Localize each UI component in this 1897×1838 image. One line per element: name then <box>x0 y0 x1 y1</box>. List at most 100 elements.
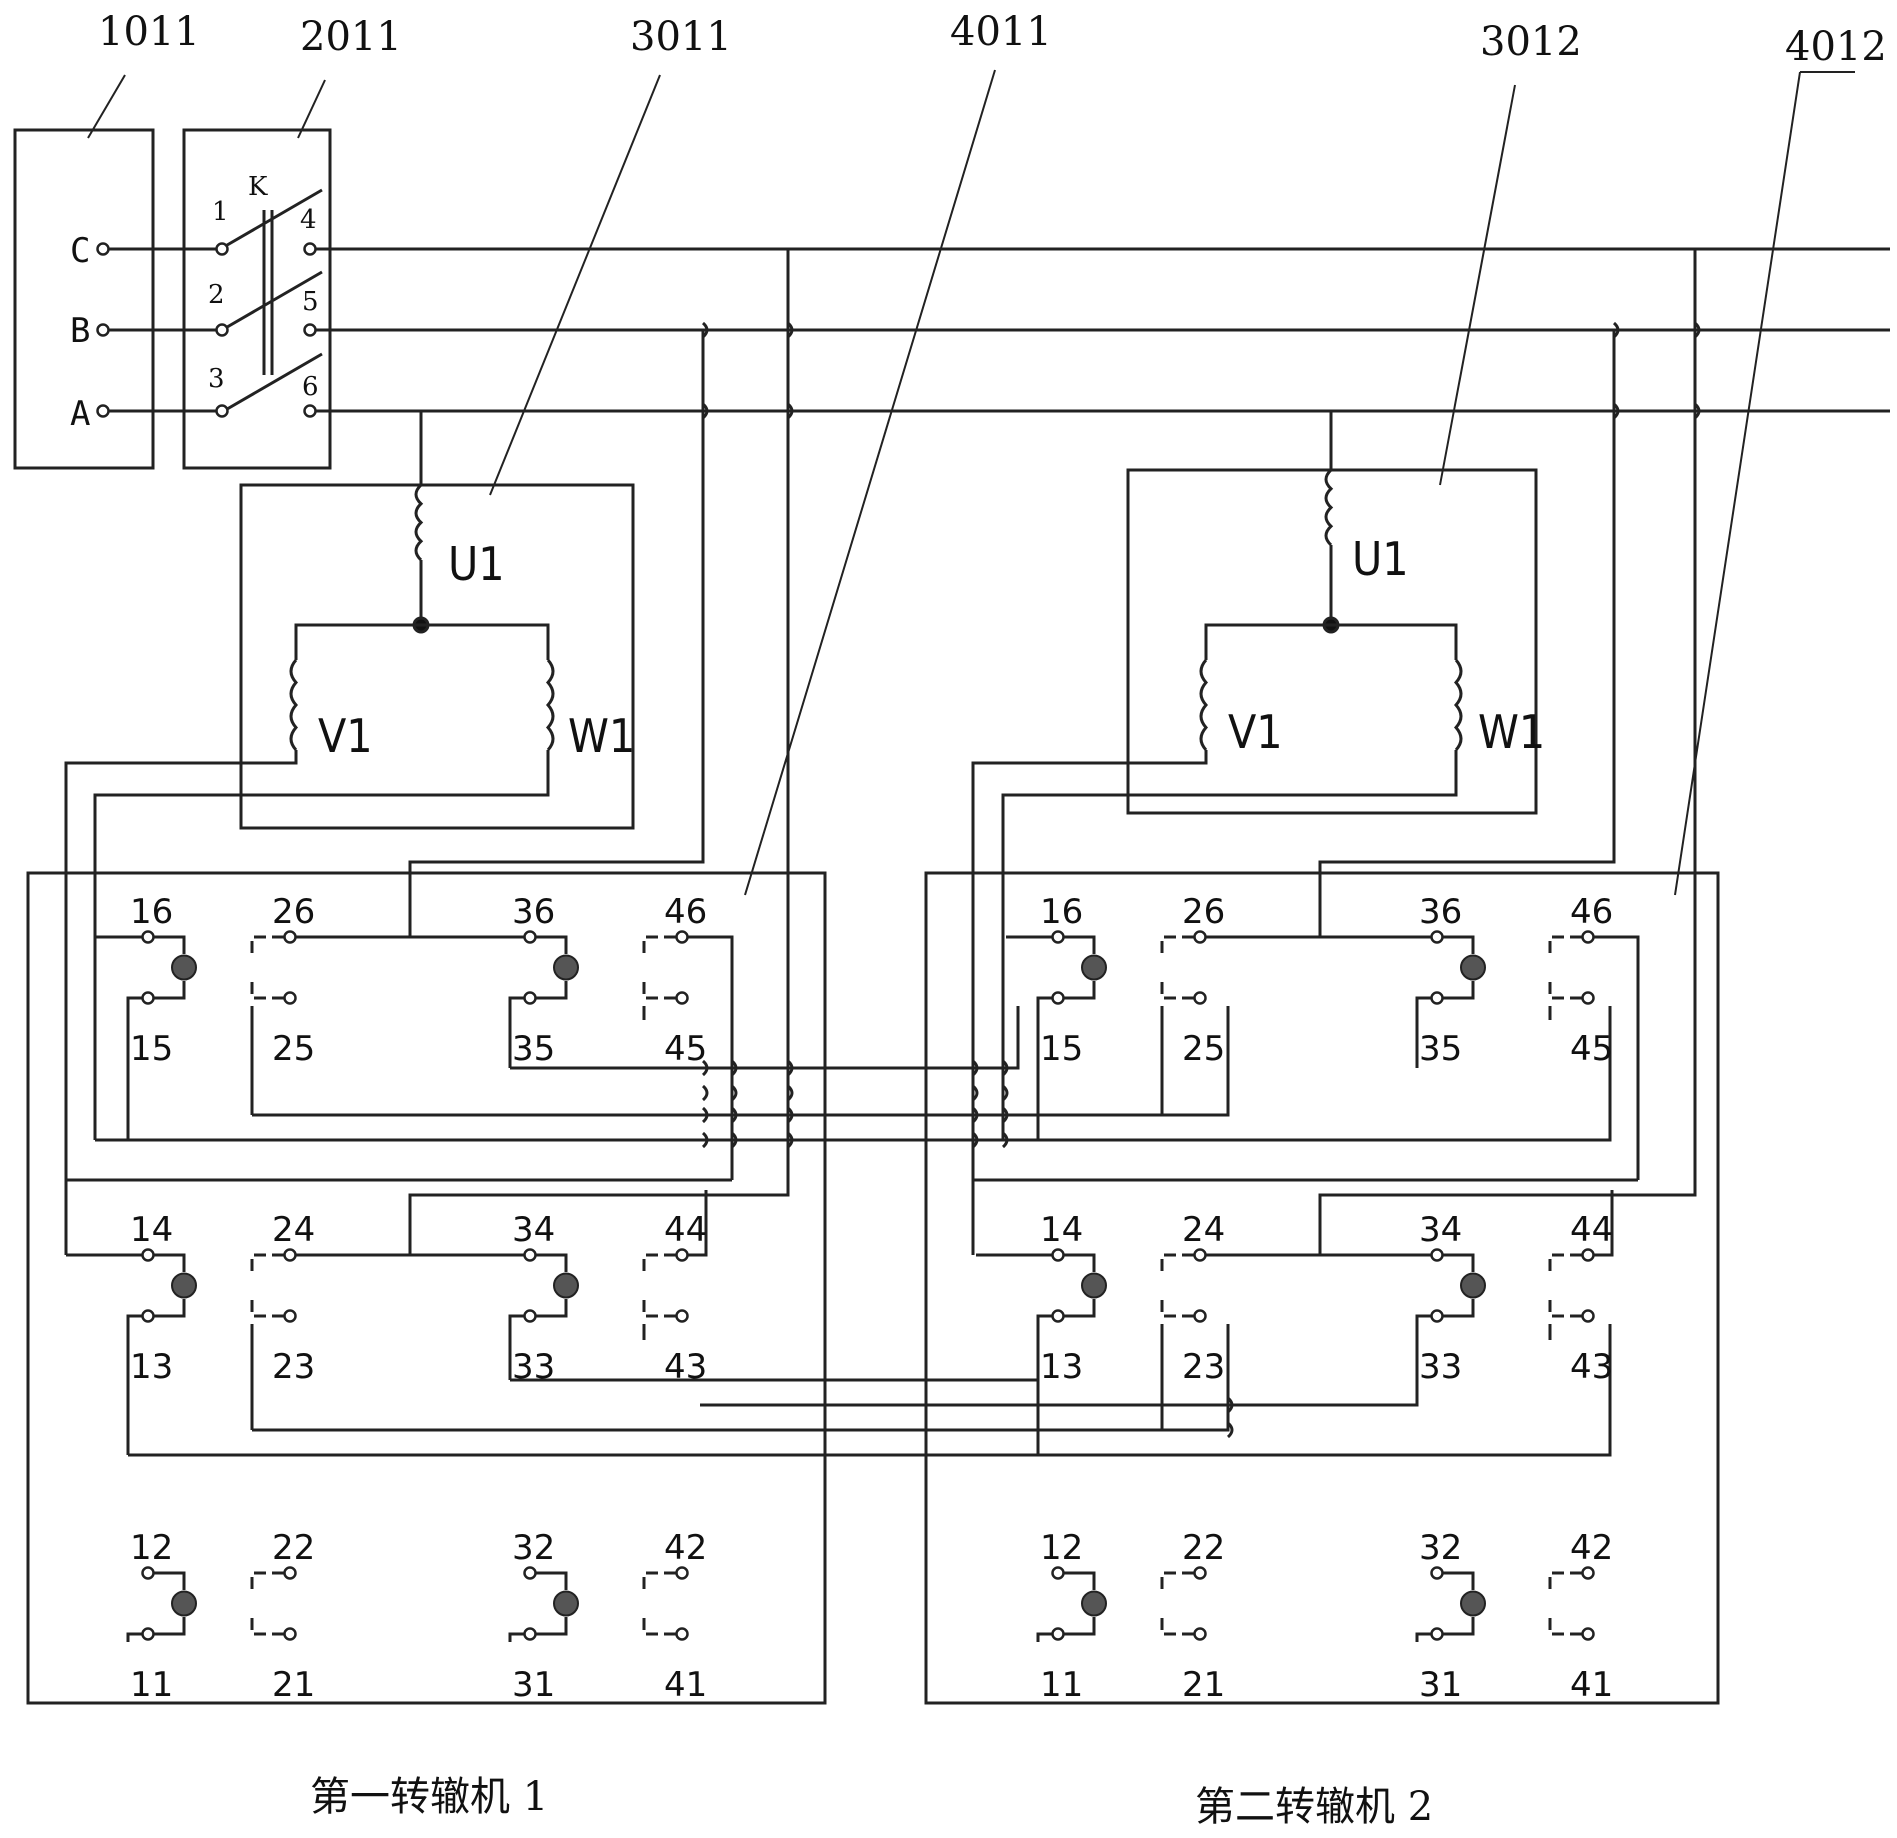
contactor-2-contact-12-11-bottom-terminal <box>1053 1629 1064 1640</box>
contactor-1-contact-16-15-nc-top <box>154 937 184 954</box>
contactor-1-contact-26-25-bottom-label: 25 <box>272 1029 315 1069</box>
source-terminal <box>98 406 109 417</box>
motor-1-w1-coil <box>548 660 553 750</box>
contactor-1-contact-42-41-no-bottom <box>644 1616 676 1634</box>
contactor-1-contact-32-31-top-label: 32 <box>512 1528 555 1568</box>
contactor-2-contact-34-33-top-terminal <box>1432 1250 1443 1261</box>
contactor-1-contact-16-15-bottom-terminal <box>143 993 154 1004</box>
contactor-1-contact-34-33: 3433 <box>512 1210 578 1387</box>
contactor-1-contact-24-23-no-bottom <box>252 1298 284 1316</box>
contactor-1-contact-26-25-no-bottom <box>252 980 284 998</box>
contactor-1-contact-16-15-nc-tail <box>128 998 142 1006</box>
contactor-1-contact-12-11-nc-indicator <box>172 1592 196 1616</box>
source-terminal <box>98 325 109 336</box>
winding-label-v1-m2: V1 <box>1228 705 1283 759</box>
contactor-2-contact-34-33-bottom-label: 33 <box>1419 1347 1462 1387</box>
contactor-1-contact-14-13-nc-indicator <box>172 1274 196 1298</box>
contactor-1-contact-36-35-nc-bottom <box>536 981 566 998</box>
contactor-2-contact-36-35-nc-tail <box>1417 998 1431 1006</box>
switch-terminal-2: 2 <box>208 280 225 310</box>
contactor-2-contact-22-21-top-label: 22 <box>1182 1528 1225 1568</box>
phase-label-c: C <box>70 231 90 271</box>
contactor-1-contact-32-31-nc-top <box>536 1573 566 1590</box>
contactor-1-contact-14-13-bottom-label: 13 <box>130 1347 173 1387</box>
motor-1-box: U1 V1 W1 <box>241 485 635 828</box>
contactor-2-contact-42-41-top-label: 42 <box>1570 1528 1613 1568</box>
contactor-2-contact-22-21: 22 21 <box>1162 1528 1225 1705</box>
contactor-1-contact-46-45: 4645 <box>644 892 707 1069</box>
contactor-1-contact-14-13-top-label: 14 <box>130 1210 173 1250</box>
contactor-2-contact-12-11-nc-indicator <box>1082 1592 1106 1616</box>
contactor-1-contact-44-43-bottom-terminal <box>677 1311 688 1322</box>
contactor-1-contact-22-21-bottom-label: 21 <box>272 1665 315 1705</box>
contactor-2-contact-16-15-bottom-terminal <box>1053 993 1064 1004</box>
contactor-1-contact-32-31-top-terminal <box>525 1568 536 1579</box>
phase-label-a: A <box>70 394 90 434</box>
contactor-1-contact-46-45-bottom-terminal <box>677 993 688 1004</box>
contactor-1-contact-12-11-nc-tail <box>128 1634 142 1642</box>
crossover <box>703 1086 707 1100</box>
caption-machine-2: 第二转辙机 2 <box>1195 1784 1433 1830</box>
source-terminal <box>98 244 109 255</box>
contactor-1-contact-44-43-no-bottom <box>644 1298 676 1316</box>
contactor-2-contact-14-13: 1413 <box>1040 1210 1106 1387</box>
motor-1-u1-coil <box>416 485 421 560</box>
contactor-1-contact-12-11: 1211 <box>130 1528 196 1705</box>
contactor-2-contact-34-33-top-label: 34 <box>1419 1210 1462 1250</box>
contactor-1-contact-44-43: 4443 <box>644 1210 707 1387</box>
contactor-1-contact-32-31-bottom-label: 31 <box>512 1665 555 1705</box>
contactor-1-contact-32-31-nc-indicator <box>554 1592 578 1616</box>
contactor-1-contact-32-31-nc-tail <box>510 1634 524 1642</box>
contactor-1-contact-46-45-top-terminal <box>677 932 688 943</box>
contactor-2-contact-46-45: 4645 <box>1550 892 1613 1069</box>
contactor-1-contact-24-23-top-label: 24 <box>272 1210 315 1250</box>
contactor-1-contact-32-31-bottom-terminal <box>525 1629 536 1640</box>
contactor-1-contact-12-11-bottom-label: 11 <box>130 1665 173 1705</box>
contactor-2-contact-14-13-nc-bottom <box>1064 1299 1094 1316</box>
contactor-2-contact-34-33: 34 33 <box>1419 1210 1485 1387</box>
contactor-2-contact-14-13-bottom-label: 13 <box>1040 1347 1083 1387</box>
contactor-1-contact-24-23-no-top <box>252 1255 284 1273</box>
contactor-2-contact-44-43-top-label: 44 <box>1570 1210 1613 1250</box>
winding-label-w1: W1 <box>568 709 635 763</box>
contactor-2-contact-36-35-nc-bottom <box>1443 981 1473 998</box>
contactor-1-contact-32-31-nc-bottom <box>536 1617 566 1634</box>
contactor-1-contact-26-25-bottom-terminal <box>285 993 296 1004</box>
contactor-1-contact-34-33-nc-top <box>536 1255 566 1272</box>
contactor-2-contact-22-21-bottom-label: 21 <box>1182 1665 1225 1705</box>
contactor-2-contact-26-25-no-bottom <box>1162 980 1194 998</box>
contactor-2-contact-12-11-nc-top <box>1064 1573 1094 1590</box>
contactor-2-contact-12-11-nc-bottom <box>1064 1617 1094 1634</box>
contactor-1-contact-16-15-nc-indicator <box>172 956 196 980</box>
contactor-1-contact-42-41-bottom-label: 41 <box>664 1665 707 1705</box>
contactor-2-contact-44-43-no-top <box>1550 1255 1582 1273</box>
contactor-1-contact-26-25: 2625 <box>252 892 315 1069</box>
contactor-1-contact-22-21-top-label: 22 <box>272 1528 315 1568</box>
contactor-2-contact-46-45-no-bottom <box>1550 980 1582 998</box>
contactor-2-contact-36-35: 3635 <box>1419 892 1485 1069</box>
contactor-2-contact-46-45-bottom-label: 45 <box>1570 1029 1613 1069</box>
switch-terminal-5: 5 <box>302 287 319 317</box>
contactor-2-contact-42-41-top-terminal <box>1583 1568 1594 1579</box>
switch-output-terminal <box>305 244 316 255</box>
contactor-2-contact-42-41-bottom-terminal <box>1583 1629 1594 1640</box>
contactor-1-contact-22-21-no-top <box>252 1573 284 1591</box>
contactor-1-contact-22-21-bottom-terminal <box>285 1629 296 1640</box>
contactor-2-contact-36-35-top-label: 36 <box>1419 892 1462 932</box>
contactor-2-contact-24-23-top-terminal <box>1195 1250 1206 1261</box>
contactor-1-contact-36-35: 3635 <box>512 892 578 1069</box>
motor-1-w1-lead <box>95 750 548 1140</box>
cross-33-to-13b <box>510 1324 1038 1380</box>
winding-label-v1: V1 <box>318 709 373 763</box>
switch-input-terminal <box>217 244 228 255</box>
contactor-2-contact-12-11-bottom-label: 11 <box>1040 1665 1083 1705</box>
power-source-box: C B A <box>15 130 153 468</box>
contactor-1-contact-34-33-nc-indicator <box>554 1274 578 1298</box>
contactor-2-contact-32-31-top-label: 32 <box>1419 1528 1462 1568</box>
ref-power-source: 1011 <box>98 9 200 55</box>
switch-input-terminal <box>217 325 228 336</box>
contactor-2-contact-34-33-nc-tail <box>1417 1316 1431 1324</box>
contactor-1-contact-34-33-bottom-label: 33 <box>512 1347 555 1387</box>
contactor-1-contact-14-13-top-terminal <box>143 1250 154 1261</box>
contactor-1-contact-46-45-top-label: 46 <box>664 892 707 932</box>
